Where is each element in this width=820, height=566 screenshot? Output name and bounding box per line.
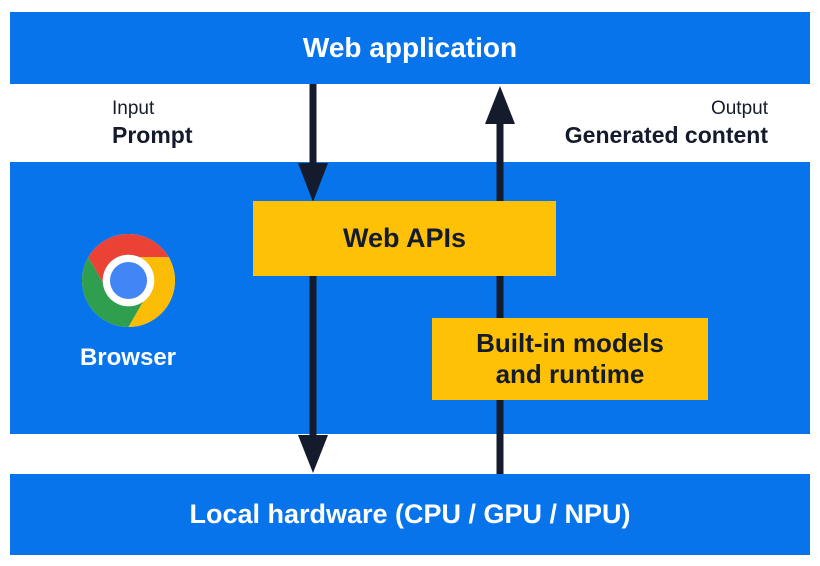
web-application-label: Web application: [302, 32, 518, 63]
builtin-models-label-line1: Built-in models: [476, 328, 664, 358]
browser-label: Browser: [79, 344, 177, 371]
web-application-bar: Web application: [10, 12, 810, 84]
output-value: Generated content: [564, 122, 768, 148]
output-label-group: Output Generated content: [565, 97, 768, 149]
input-value: Prompt: [112, 122, 193, 148]
output-title: Output: [710, 98, 768, 119]
builtin-models-box: Built-in models and runtime: [432, 318, 708, 400]
local-hardware-label: Local hardware (CPU / GPU / NPU): [189, 499, 631, 529]
local-hardware-bar: Local hardware (CPU / GPU / NPU): [10, 474, 810, 555]
web-apis-box: Web APIs: [253, 201, 556, 276]
web-apis-label: Web APIs: [342, 223, 467, 253]
chrome-logo-icon: [82, 234, 175, 327]
input-title: Input: [112, 98, 155, 119]
input-label-group: Input Prompt: [112, 97, 193, 149]
builtin-models-label-line2: and runtime: [495, 359, 645, 389]
